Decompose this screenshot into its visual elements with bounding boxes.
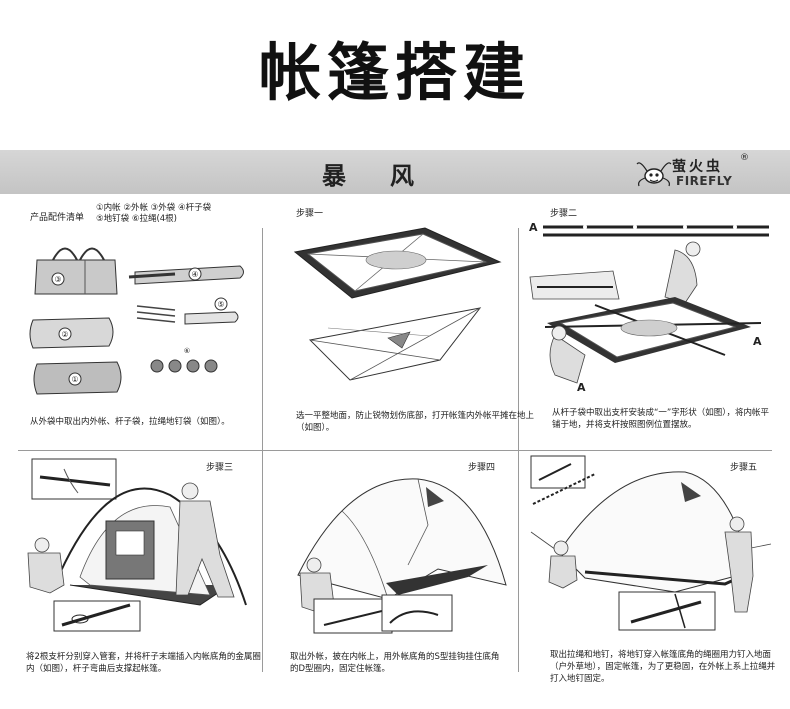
fly-covered-tent-icon bbox=[297, 478, 507, 614]
model-banner: 暴风 萤火虫 ® FIREFLY bbox=[0, 150, 790, 194]
pole-insert-detail-icon bbox=[31, 458, 117, 500]
flat-tent-outer-icon bbox=[308, 307, 482, 381]
panel-caption: 取出外帐，披在内帐上，用外帐底角的S型挂钩挂住底角的D型圈内，固定住帐篷。 bbox=[290, 652, 500, 674]
legend-line: ①内帐 ②外帐 ③外袋 ④杆子袋 bbox=[96, 203, 212, 213]
corner-ring-detail-icon bbox=[53, 600, 141, 632]
registered-mark: ® bbox=[740, 153, 749, 163]
parts-illustration: ③ ④ ⑤ ② ⑥ bbox=[29, 247, 244, 395]
svg-text:④: ④ bbox=[191, 270, 198, 279]
svg-text:③: ③ bbox=[54, 275, 61, 284]
svg-text:A: A bbox=[753, 335, 762, 348]
step5-illustration bbox=[530, 455, 772, 631]
brand-name-cn: 萤火虫 bbox=[672, 159, 723, 175]
carry-bag-icon: ③ bbox=[34, 247, 118, 295]
flat-tent-top-icon bbox=[293, 227, 502, 299]
pole-assembly-icon: A bbox=[529, 221, 769, 237]
step2-illustration: A A A bbox=[529, 221, 769, 394]
s-hook-detail-icon bbox=[313, 594, 453, 634]
panel-label: 步骤二 bbox=[550, 209, 578, 219]
panel-caption: 从杆子袋中取出支杆安装成“一”字形状（如图），将内帐平铺于地，并将支杆按照图例位… bbox=[552, 408, 770, 430]
brand-logo-block: 萤火虫 ® FIREFLY bbox=[632, 153, 782, 192]
stake-bag-icon: ⑤ bbox=[136, 297, 239, 325]
step1-illustration bbox=[293, 227, 502, 381]
legend-line: ⑤地钉袋 ⑥拉绳(4根) bbox=[96, 214, 177, 224]
page-title: 帐篷搭建 bbox=[258, 36, 531, 109]
panel-caption: 从外袋中取出内外帐、杆子袋，拉绳地钉袋（如图）。 bbox=[30, 417, 230, 427]
person-kneeling-icon bbox=[529, 241, 701, 304]
model-name: 暴风 bbox=[322, 162, 458, 190]
firefly-logo-icon bbox=[636, 162, 672, 187]
panel-caption: 选一平整地面，防止锐物划伤底部，打开帐篷内外帐平摊在地上（如图）。 bbox=[296, 411, 535, 433]
svg-text:A: A bbox=[577, 381, 586, 394]
staked-tent-icon bbox=[530, 471, 772, 613]
panel-label: 步骤三 bbox=[206, 463, 234, 473]
grid-divider-vertical-2 bbox=[518, 228, 519, 672]
pole-bag-icon: ④ bbox=[128, 265, 244, 285]
panel-caption: 将2根支杆分别穿入管套，并将杆子末端插入内帐底角的金属圈内（如图），杆子弯曲后支… bbox=[26, 652, 261, 674]
brand-name-en: FIREFLY bbox=[676, 174, 733, 188]
panel-label: 步骤一 bbox=[296, 209, 324, 219]
step3-illustration bbox=[27, 458, 247, 632]
panel-label: 步骤五 bbox=[730, 463, 758, 473]
outer-tent-bag-icon: ① bbox=[33, 361, 122, 395]
panel-label: 步骤四 bbox=[468, 463, 496, 473]
tent-layout-icon: A A bbox=[544, 297, 762, 394]
grid-divider-horizontal bbox=[18, 450, 772, 451]
guy-rope-icon: ⑥ bbox=[150, 347, 218, 373]
panel-caption: 取出拉绳和地钉，将地钉穿入帐篷底角的绳圈用力钉入地面（户外草地），固定帐篷，为了… bbox=[550, 650, 776, 684]
svg-text:A: A bbox=[529, 221, 538, 234]
stake-detail-icon bbox=[530, 455, 596, 505]
grid-divider-vertical-1 bbox=[262, 228, 263, 672]
parts-legend: ①内帐 ②外帐 ③外袋 ④杆子袋 ⑤地钉袋 ⑥拉绳(4根) bbox=[96, 203, 211, 225]
svg-text:②: ② bbox=[61, 330, 68, 339]
step4-illustration bbox=[297, 478, 507, 634]
panel-label: 产品配件清单 bbox=[30, 213, 85, 223]
svg-text:①: ① bbox=[71, 375, 78, 384]
svg-text:⑥: ⑥ bbox=[184, 347, 190, 355]
stake-corner-detail-icon bbox=[618, 591, 716, 631]
inner-tent-bag-icon: ② bbox=[29, 317, 114, 349]
svg-text:⑤: ⑤ bbox=[217, 300, 224, 309]
dome-tent-frame-icon bbox=[27, 482, 247, 606]
